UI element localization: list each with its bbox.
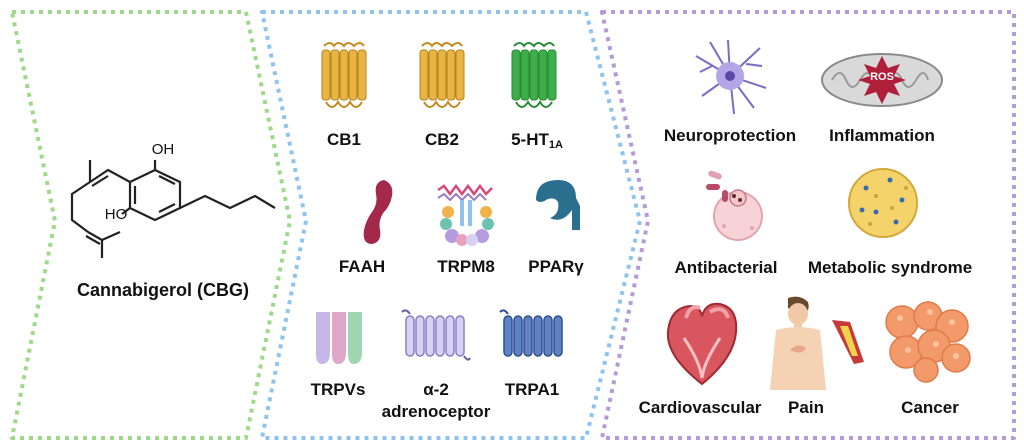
alpha2-label-line2: adrenoceptor — [381, 402, 491, 421]
trpa1-channel-icon — [499, 309, 563, 357]
fat-cell-icon — [848, 168, 918, 238]
oh-bottom-label: HO — [104, 206, 128, 223]
ppar-gamma-icon — [536, 180, 580, 230]
tumor-cells-icon — [885, 301, 971, 383]
5ht1a-label: 5-HT1A — [511, 130, 563, 151]
trpvs-label: TRPVs — [310, 380, 366, 399]
ros-label: ROS — [870, 71, 894, 83]
metabolic-syndrome-label: Metabolic syndrome — [807, 258, 973, 277]
blood-vessel-icon — [832, 320, 864, 364]
antibacterial-label: Antibacterial — [674, 258, 778, 277]
person-pain-icon — [770, 296, 826, 390]
cbg-structure-icon — [70, 160, 276, 258]
oh-top-label: OH — [151, 141, 175, 158]
compound-panel-border — [10, 10, 292, 440]
neuron-icon — [695, 39, 767, 115]
inflammation-label: Inflammation — [829, 126, 935, 145]
trpv-channel-icon — [316, 312, 362, 364]
pain-label: Pain — [788, 398, 824, 417]
gpcr-cb2-icon — [419, 42, 465, 108]
alpha2-receptor-icon — [401, 309, 471, 361]
effects-panel-border — [600, 10, 1016, 440]
cb1-label: CB1 — [326, 130, 362, 149]
neuroprotection-label: Neuroprotection — [663, 126, 797, 145]
trpa1-label: TRPA1 — [504, 380, 560, 399]
bacteria-cell-icon — [706, 170, 763, 241]
gpcr-5ht1a-icon — [511, 42, 557, 108]
cancer-label: Cancer — [901, 398, 959, 417]
faah-label: FAAH — [338, 257, 386, 276]
compound-name: Cannabigerol (CBG) — [76, 280, 250, 300]
ppar-label: PPARγ — [528, 257, 584, 276]
targets-panel-border — [260, 10, 642, 440]
heart-icon — [666, 302, 738, 386]
gpcr-cb1-icon — [321, 42, 367, 108]
trpm8-channel-icon — [437, 184, 494, 246]
faah-enzyme-icon — [363, 180, 393, 244]
cb2-label: CB2 — [424, 130, 460, 149]
alpha2-label-line1: α-2 — [423, 380, 449, 399]
mitochondrion-icon — [821, 53, 943, 107]
trpm8-label: TRPM8 — [437, 257, 495, 276]
cardiovascular-label: Cardiovascular — [638, 398, 762, 417]
